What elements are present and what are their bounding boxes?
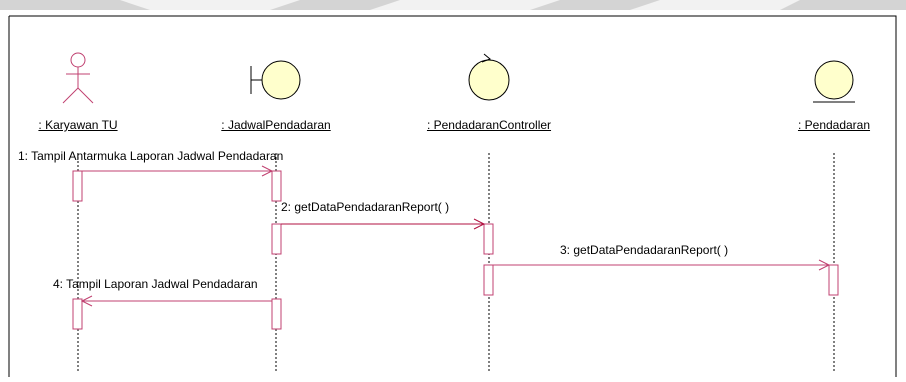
message-1-label: 1: Tampil Antarmuka Laporan Jadwal Penda…	[18, 149, 284, 163]
activation-box	[271, 170, 282, 202]
message-1-arrow	[82, 165, 274, 177]
control-icon	[468, 53, 510, 101]
activation-box	[483, 264, 494, 296]
boundary-icon	[250, 60, 301, 100]
top-banner	[0, 0, 906, 10]
message-3-arrow	[493, 259, 831, 271]
entity-icon	[813, 60, 855, 103]
message-4-arrow	[80, 295, 272, 307]
object-label-pendadaran-controller: : PendadaranController	[426, 118, 552, 132]
activation-box	[271, 223, 282, 255]
activation-box	[483, 223, 494, 255]
message-4-label: 4: Tampil Laporan Jadwal Pendadaran	[53, 277, 258, 291]
diagram-frame-top	[9, 15, 897, 377]
message-2-label: 2: getDataPendadaranReport( )	[281, 200, 450, 214]
message-2-arrow	[281, 218, 486, 230]
activation-box	[72, 298, 83, 330]
actor-icon	[62, 52, 94, 104]
object-label-karyawan-tu: : Karyawan TU	[38, 118, 118, 132]
activation-box	[271, 298, 282, 330]
activation-box	[828, 264, 839, 296]
activation-box	[72, 170, 83, 202]
object-label-jadwal-pendadaran: : JadwalPendadaran	[221, 118, 331, 132]
message-3-label: 3: getDataPendadaranReport( )	[560, 243, 729, 257]
object-label-pendadaran: : Pendadaran	[797, 118, 871, 132]
